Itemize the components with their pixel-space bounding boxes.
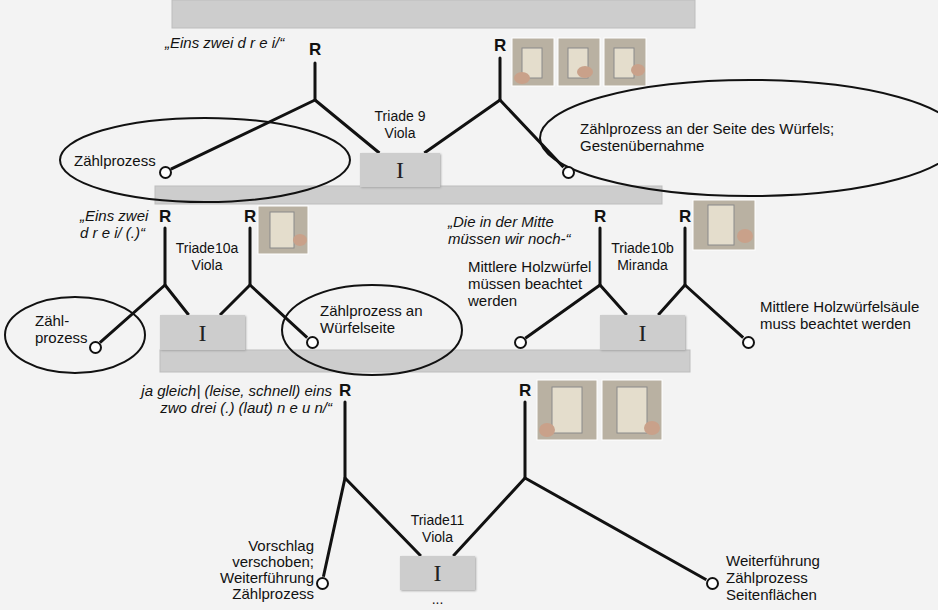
connector	[424, 100, 563, 167]
connector	[453, 478, 706, 580]
representamen-letter: R	[339, 381, 351, 400]
representamen-letter: R	[594, 207, 606, 226]
highlight-ellipse	[5, 80, 938, 375]
grey-band	[160, 350, 690, 372]
utterance-quote: „Eins zwei d r e i/“	[165, 34, 284, 51]
connector	[171, 100, 380, 169]
representamen-letter: R	[519, 381, 531, 400]
node-label: Zählprozess an Würfelseite	[320, 302, 430, 336]
sign-circle: Zählprozess an der Seite des Würfels; Ge…	[562, 166, 575, 179]
box-text: I	[396, 157, 404, 183]
utterance-quote: ja gleich| (leise, schnell) eins zwo dre…	[132, 382, 332, 416]
triad-label: Triade11	[405, 512, 470, 528]
photo	[558, 38, 600, 86]
triad-label: Triade 9	[340, 108, 460, 124]
triad-label: Triade10a	[167, 240, 247, 256]
representamen-letter: R	[244, 207, 256, 226]
representamen-letter: R	[494, 36, 506, 55]
sign-circle: Mittlere Holzwürfel müssen beachtet werd…	[514, 336, 527, 349]
utterance-quote: „Eins zwei d r e i/ (.)“	[80, 207, 152, 241]
utterance-quote: „Die in der Mitte müssen wir noch-“	[448, 213, 584, 247]
interpretant-box: I	[400, 556, 475, 590]
node-label: Vorschlag verschoben; Weiterführung Zähl…	[209, 538, 314, 602]
representamen-letter: R	[679, 207, 691, 226]
sign-circle: Mittlere Holzwürfelsäule muss beachtet w…	[742, 336, 755, 349]
sign-circle: Weiterführung Zählprozess Seitenflächen	[706, 577, 719, 590]
photo	[604, 38, 646, 86]
top-band	[172, 0, 695, 28]
triad-label: ...	[425, 591, 450, 607]
sign-circle: Zählprozess an Würfelseite	[306, 336, 319, 349]
box-text: I	[639, 320, 647, 346]
node-label: Mittlere Holzwürfel müssen beachtet werd…	[468, 258, 593, 309]
triad-label: Viola	[405, 529, 470, 545]
representamen-letter: R	[309, 40, 321, 59]
node-label: Weiterführung Zählprozess Seitenflächen	[726, 552, 826, 603]
node-label: Zählprozess	[74, 152, 156, 169]
photo	[258, 206, 308, 254]
sign-circle: Zähl- prozess	[89, 341, 102, 354]
triad-label: Viola	[340, 125, 460, 141]
node-label: Mittlere Holzwürfelsäule muss beachtet w…	[760, 298, 932, 332]
triad-label: Viola	[167, 257, 247, 273]
interpretant-box: I	[600, 315, 685, 350]
triad-label: Miranda	[603, 257, 682, 273]
node-label: Zählprozess an der Seite des Würfels; Ge…	[580, 120, 920, 154]
photo	[693, 200, 755, 250]
interpretant-box: I	[360, 153, 440, 187]
triad-label: Triade10b	[603, 240, 682, 256]
box-text: I	[434, 560, 442, 586]
representamen-letter: R	[159, 207, 171, 226]
sign-circle: Zählprozess	[159, 166, 172, 179]
node-label: Zähl- prozess	[35, 312, 95, 346]
interpretant-box: I	[160, 315, 245, 350]
photo	[512, 38, 554, 86]
sign-circle: Vorschlag verschoben; Weiterführung Zähl…	[316, 577, 329, 590]
box-text: I	[199, 320, 207, 346]
photo	[602, 380, 662, 440]
photo	[537, 380, 597, 440]
